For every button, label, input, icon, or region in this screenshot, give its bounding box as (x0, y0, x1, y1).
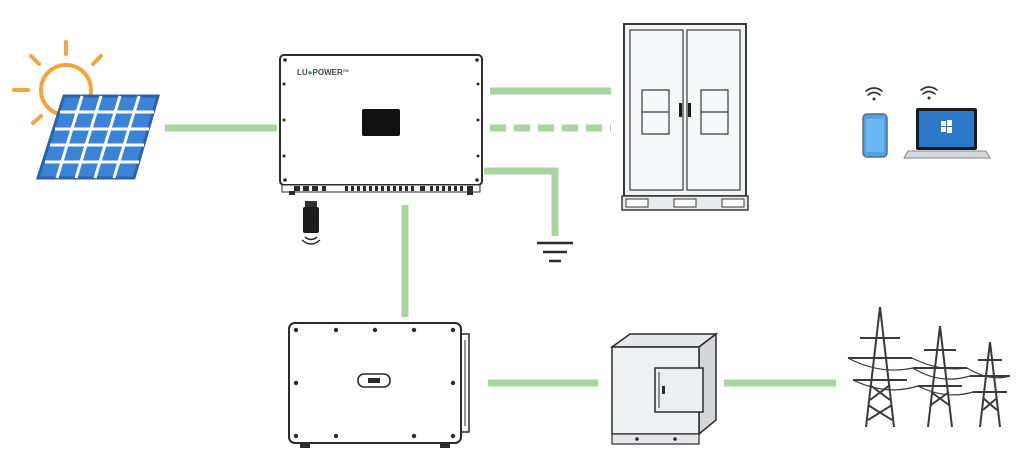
logo-trademark: TM (343, 68, 349, 73)
wifi-dongle-icon (301, 201, 321, 245)
laptop-icon (903, 108, 991, 159)
ground-icon (537, 241, 573, 263)
inverter-logo: LU●POWERTM (297, 68, 349, 77)
connection-wires (165, 87, 836, 387)
solar-panel-icon (35, 94, 161, 180)
inverter-display (362, 109, 400, 136)
transformer-icon (609, 332, 719, 445)
hybrid-inverter-icon: LU●POWERTM (279, 54, 483, 195)
power-tower-icon (847, 306, 1011, 428)
logo-suffix: POWER (313, 68, 343, 77)
battery-cabinet-icon (621, 23, 749, 211)
smartphone-icon (862, 113, 888, 158)
wifi-icon (865, 87, 883, 101)
wire-inverter-to-ground (484, 167, 559, 236)
wifi-icon (920, 86, 938, 100)
logo-prefix: LU (297, 68, 308, 77)
string-inverter-icon (288, 322, 470, 448)
